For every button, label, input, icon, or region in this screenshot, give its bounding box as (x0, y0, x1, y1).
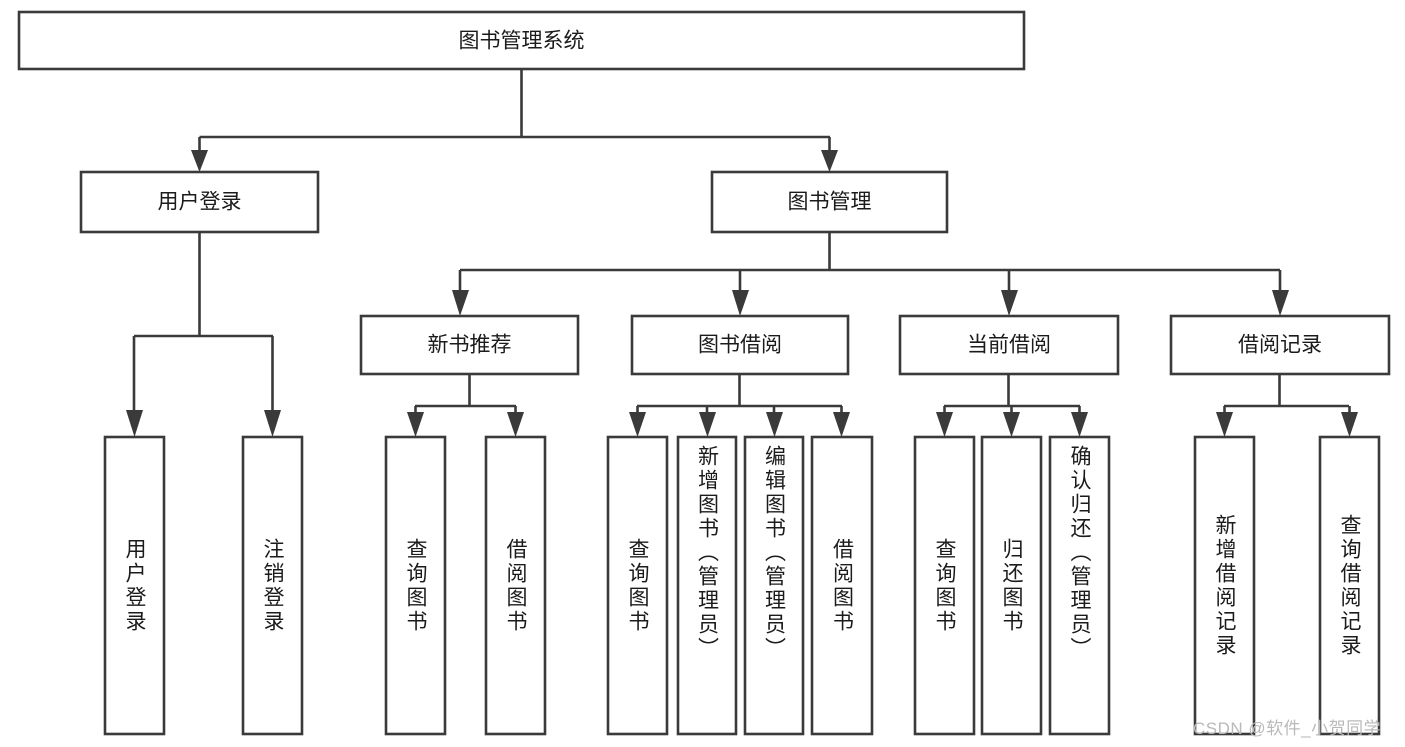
node-book-management-label: 图书管理 (788, 191, 872, 214)
node-root-box[interactable] (17, 10, 1026, 71)
arrow-head-leaf-logout (264, 410, 281, 437)
node-book-management-box[interactable] (710, 170, 949, 234)
csdn-watermark: CSDN @软件_小贺同学 (1193, 719, 1382, 738)
node-borrow-record[interactable]: 借阅记录 (1169, 314, 1391, 376)
node-current-borrow-box[interactable] (898, 314, 1120, 376)
node-new-book-recommend-box[interactable] (359, 314, 580, 376)
leaf-box-query-book-3[interactable] (913, 435, 976, 736)
node-user-login-label: 用户登录 (158, 191, 242, 214)
arrow-head-leaf-query-record (1341, 412, 1358, 437)
node-book-borrow-label: 图书借阅 (698, 334, 782, 357)
leaf-box-borrow-book-2[interactable] (810, 435, 874, 736)
leaf-box-query-record[interactable] (1318, 435, 1381, 736)
arrow-head-leaf-user-login (126, 410, 143, 437)
leaf-box-confirm-return[interactable] (1048, 435, 1111, 736)
connector-bookmgmt-to-level3 (452, 232, 1289, 316)
leaf-box-user-login[interactable] (103, 435, 166, 736)
leaf-box-borrow-book-1[interactable] (484, 435, 547, 736)
leaf-box-edit-book[interactable] (743, 435, 805, 736)
leaf-boxes (103, 435, 1381, 736)
leaf-box-add-record[interactable] (1193, 435, 1256, 736)
arrow-head-leaf-query-book-2 (629, 412, 646, 437)
node-current-borrow[interactable]: 当前借阅 (898, 314, 1120, 376)
arrow-head-leaf-add-record (1216, 412, 1233, 437)
connector-borrow-to-leaves (629, 374, 850, 437)
arrow-head-leaf-borrow-book-2 (833, 412, 850, 437)
arrow-head-leaf-edit-book (766, 412, 783, 437)
node-book-borrow[interactable]: 图书借阅 (630, 314, 850, 376)
arrow-head-leaf-confirm-return (1071, 412, 1088, 437)
leaf-box-return-book[interactable] (980, 435, 1043, 736)
connector-current-to-leaves (936, 374, 1088, 437)
arrow-head-leaf-return-book (1003, 412, 1020, 437)
arrow-head-borrow (732, 290, 749, 316)
leaf-box-query-book-1[interactable] (384, 435, 447, 736)
leaf-box-logout[interactable] (241, 435, 304, 736)
arrow-head-newbook (452, 290, 469, 316)
arrow-head-leaf-add-book (699, 412, 716, 437)
node-borrow-record-label: 借阅记录 (1238, 334, 1322, 357)
leaf-box-query-book-2[interactable] (606, 435, 669, 736)
arrow-head-leaf-query-book-3 (936, 412, 953, 437)
node-book-borrow-box[interactable] (630, 314, 850, 376)
leaf-box-add-book[interactable] (676, 435, 738, 736)
node-book-management[interactable]: 图书管理 (710, 170, 949, 234)
arrow-head-record (1272, 290, 1289, 316)
connector-newbook-to-leaves (407, 374, 524, 437)
node-root[interactable]: 图书管理系统 (17, 10, 1026, 71)
arrow-head-book-mgmt (821, 150, 838, 172)
node-borrow-record-box[interactable] (1169, 314, 1391, 376)
connector-userlogin-to-leaves (126, 232, 281, 437)
node-current-borrow-label: 当前借阅 (967, 334, 1051, 357)
arrow-head-leaf-query-book-1 (407, 412, 424, 437)
connector-root-to-level2 (191, 69, 838, 172)
arrow-head-user-login (191, 150, 208, 172)
node-new-book-recommend-label: 新书推荐 (428, 334, 512, 357)
node-user-login[interactable]: 用户登录 (79, 170, 320, 234)
node-new-book-recommend[interactable]: 新书推荐 (359, 314, 580, 376)
node-user-login-box[interactable] (79, 170, 320, 234)
connector-record-to-leaves (1216, 374, 1358, 437)
arrow-head-current (1001, 290, 1018, 316)
node-root-label: 图书管理系统 (459, 30, 585, 53)
arrow-head-leaf-borrow-book-1 (507, 412, 524, 437)
